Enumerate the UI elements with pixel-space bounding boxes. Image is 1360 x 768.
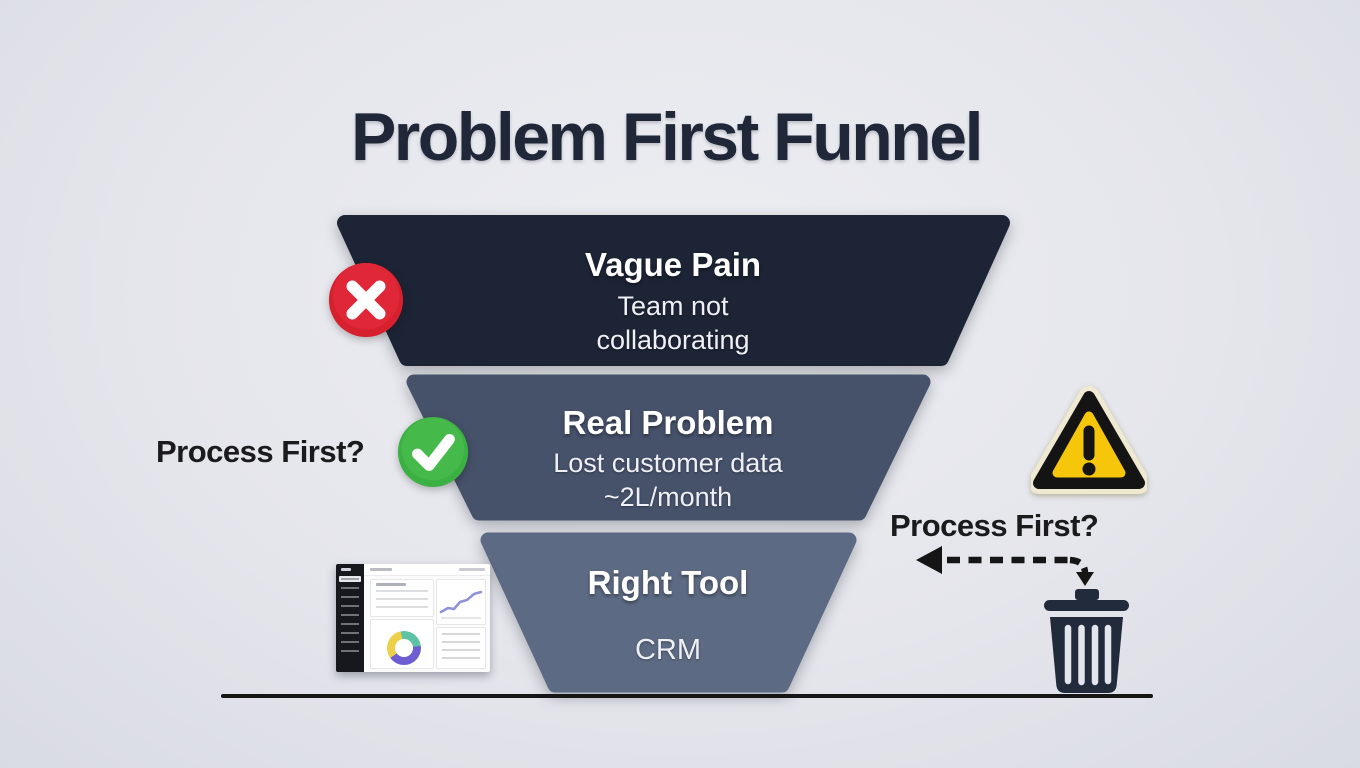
funnel-tier-3-label: Right Tool <box>468 564 868 602</box>
trash-can-icon <box>1044 589 1129 693</box>
thumbnail-line-chart <box>439 590 483 619</box>
thumbnail-list-card <box>436 627 486 669</box>
thumbnail-sidebar <box>336 564 364 672</box>
thumbnail-sidebar-items <box>341 578 359 658</box>
arrowhead-left <box>916 546 942 574</box>
thumbnail-stats-card <box>370 579 434 617</box>
trash-lid <box>1044 600 1129 611</box>
tier-3-subtitle: CRM <box>634 634 702 666</box>
thumbnail-list-rows <box>442 633 480 664</box>
tier-2-subtitle-line-1: Lost customer data <box>553 448 783 478</box>
thumbnail-logo <box>341 568 351 571</box>
arrowhead-down <box>1076 572 1094 586</box>
tier-1-heading: Vague Pain <box>584 246 762 283</box>
crm-dashboard-thumbnail <box>336 564 490 672</box>
page-title: Problem First Funnel <box>350 99 984 175</box>
funnel-tier-3-shape <box>480 532 857 693</box>
tier-2-subtitle-line-2: ~2L/month <box>603 482 733 512</box>
thumbnail-topbar-title <box>370 568 392 571</box>
check-circle-highlight <box>401 417 465 481</box>
trash-body <box>1050 617 1123 693</box>
tier-3-heading: Right Tool <box>587 564 749 601</box>
tier-2-heading: Real Problem <box>562 404 774 441</box>
x-circle-icon <box>328 262 404 338</box>
thumbnail-donut-chart <box>387 631 421 665</box>
check-circle-icon <box>397 416 469 488</box>
thumbnail-topbar-icons <box>459 568 485 571</box>
dashed-arrow-to-trash <box>916 546 1094 586</box>
thumbnail-stats-rows <box>376 590 428 612</box>
ground-line <box>221 694 1153 698</box>
funnel-tier-2-label: Real Problem Lost customer data ~2L/mont… <box>468 404 868 514</box>
right-question-label: Process First? <box>890 508 1099 543</box>
thumbnail-donut-card <box>370 619 434 669</box>
warning-triangle-icon <box>1031 386 1147 494</box>
tier-1-subtitle-line-1: Team not <box>617 291 729 321</box>
trash-knob <box>1075 589 1099 600</box>
tier-1-subtitle-line-2: collaborating <box>596 325 750 355</box>
thumbnail-topbar <box>364 564 490 576</box>
left-question-label: Process First? <box>156 434 365 469</box>
dashed-arrow-bend <box>1069 556 1089 574</box>
check-glyph <box>412 433 455 471</box>
funnel-tier-1-label: Vague Pain Team not collaborating <box>423 246 923 357</box>
x-glyph <box>346 280 386 320</box>
thumbnail-stats-title <box>376 583 406 586</box>
warning-exclamation-dot <box>1082 462 1096 476</box>
trash-slats <box>1064 624 1112 686</box>
thumbnail-line-chart-card <box>436 579 486 625</box>
